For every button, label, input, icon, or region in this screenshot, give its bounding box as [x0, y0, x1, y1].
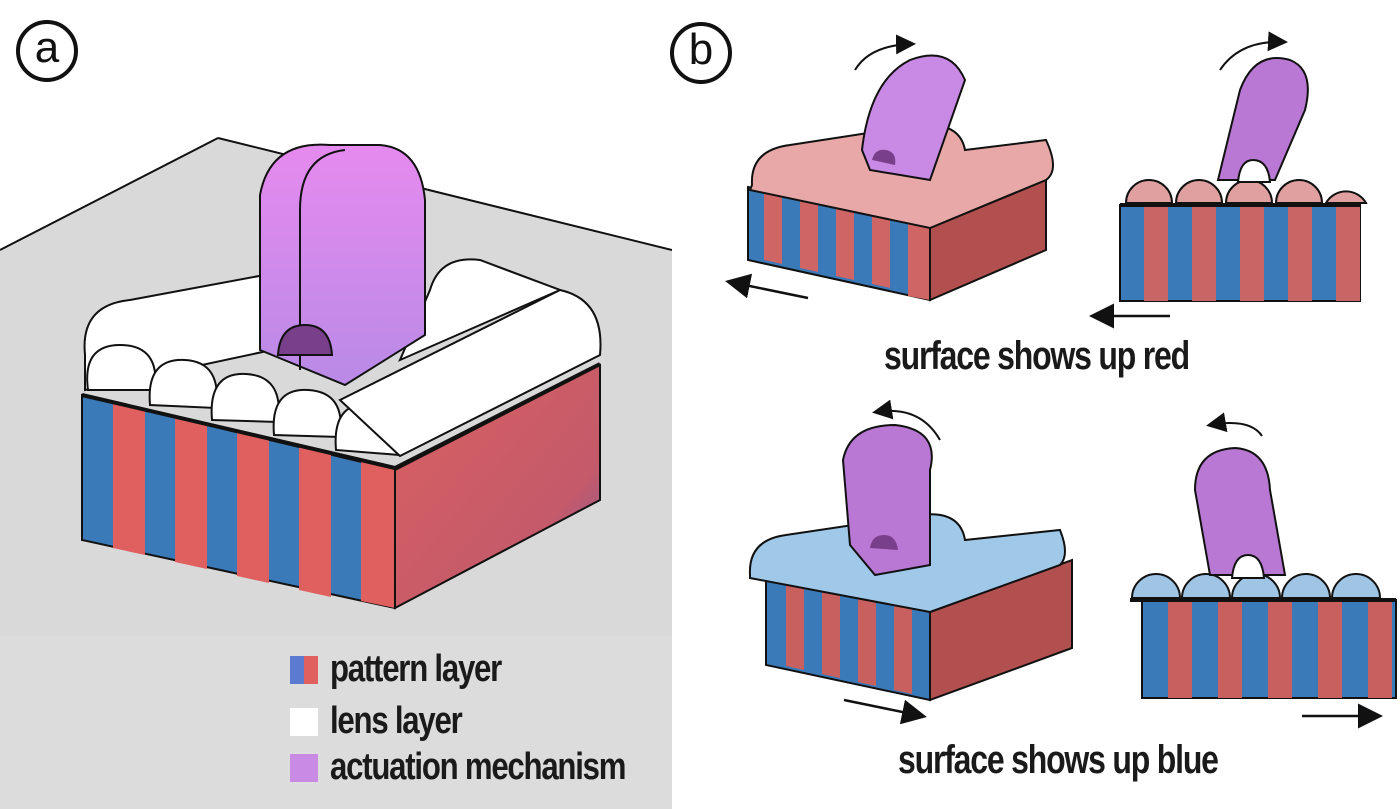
panel-a-label: a	[16, 20, 78, 82]
lens-swatch	[290, 707, 318, 736]
legend-lens: lens layer	[290, 700, 490, 743]
blue-side-device	[1130, 412, 1397, 729]
red-iso-device	[725, 34, 1054, 302]
legend-pattern-text: pattern layer	[330, 648, 502, 690]
lens-layer	[83, 258, 602, 458]
pattern-swatch	[290, 655, 318, 684]
actuation-swatch	[290, 753, 318, 782]
red-side-device	[1089, 31, 1368, 329]
legend-pattern: pattern layer	[290, 648, 539, 691]
caption-blue: surface shows up blue	[898, 738, 1219, 782]
caption-red: surface shows up red	[884, 334, 1190, 378]
legend-lens-text: lens layer	[330, 700, 463, 742]
panel-b-label: b	[670, 22, 732, 84]
actuation-mechanism-a	[259, 143, 426, 387]
blue-iso-device	[748, 399, 1073, 725]
legend-actuation-text: actuation mechanism	[330, 746, 626, 788]
legend-actuation: actuation mechanism	[290, 746, 690, 789]
pattern-layer-front	[81, 393, 396, 610]
